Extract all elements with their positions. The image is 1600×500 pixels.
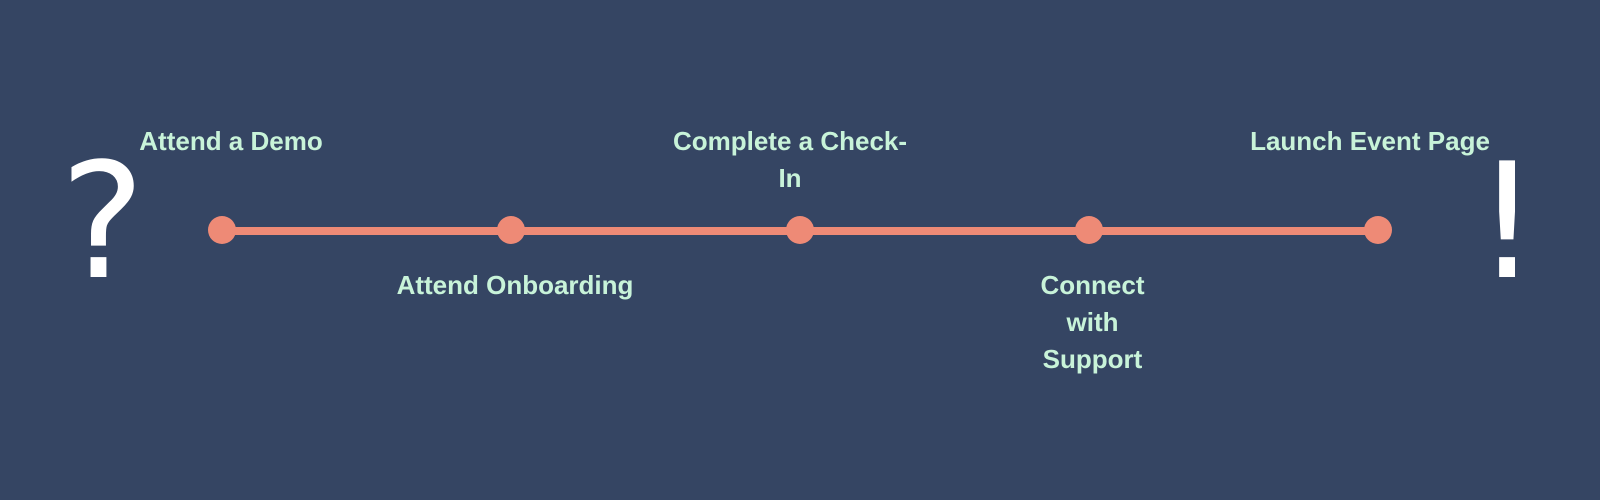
milestone-node-4: [1075, 216, 1103, 244]
milestone-label-4: Connect with Support: [1040, 270, 1145, 374]
milestone-label-2: Attend Onboarding: [396, 270, 634, 300]
milestone-node-3: [786, 216, 814, 244]
milestone-label-5: Launch Event Page: [1250, 126, 1490, 156]
milestone-node-5: [1364, 216, 1392, 244]
milestone-node-2: [497, 216, 525, 244]
milestone-label-1: Attend a Demo: [139, 126, 323, 156]
question-mark-symbol: ?: [60, 128, 145, 315]
exclamation-mark-symbol: !: [1475, 128, 1540, 315]
milestone-node-1: [208, 216, 236, 244]
milestone-label-3: Complete a Check-In: [672, 126, 908, 193]
